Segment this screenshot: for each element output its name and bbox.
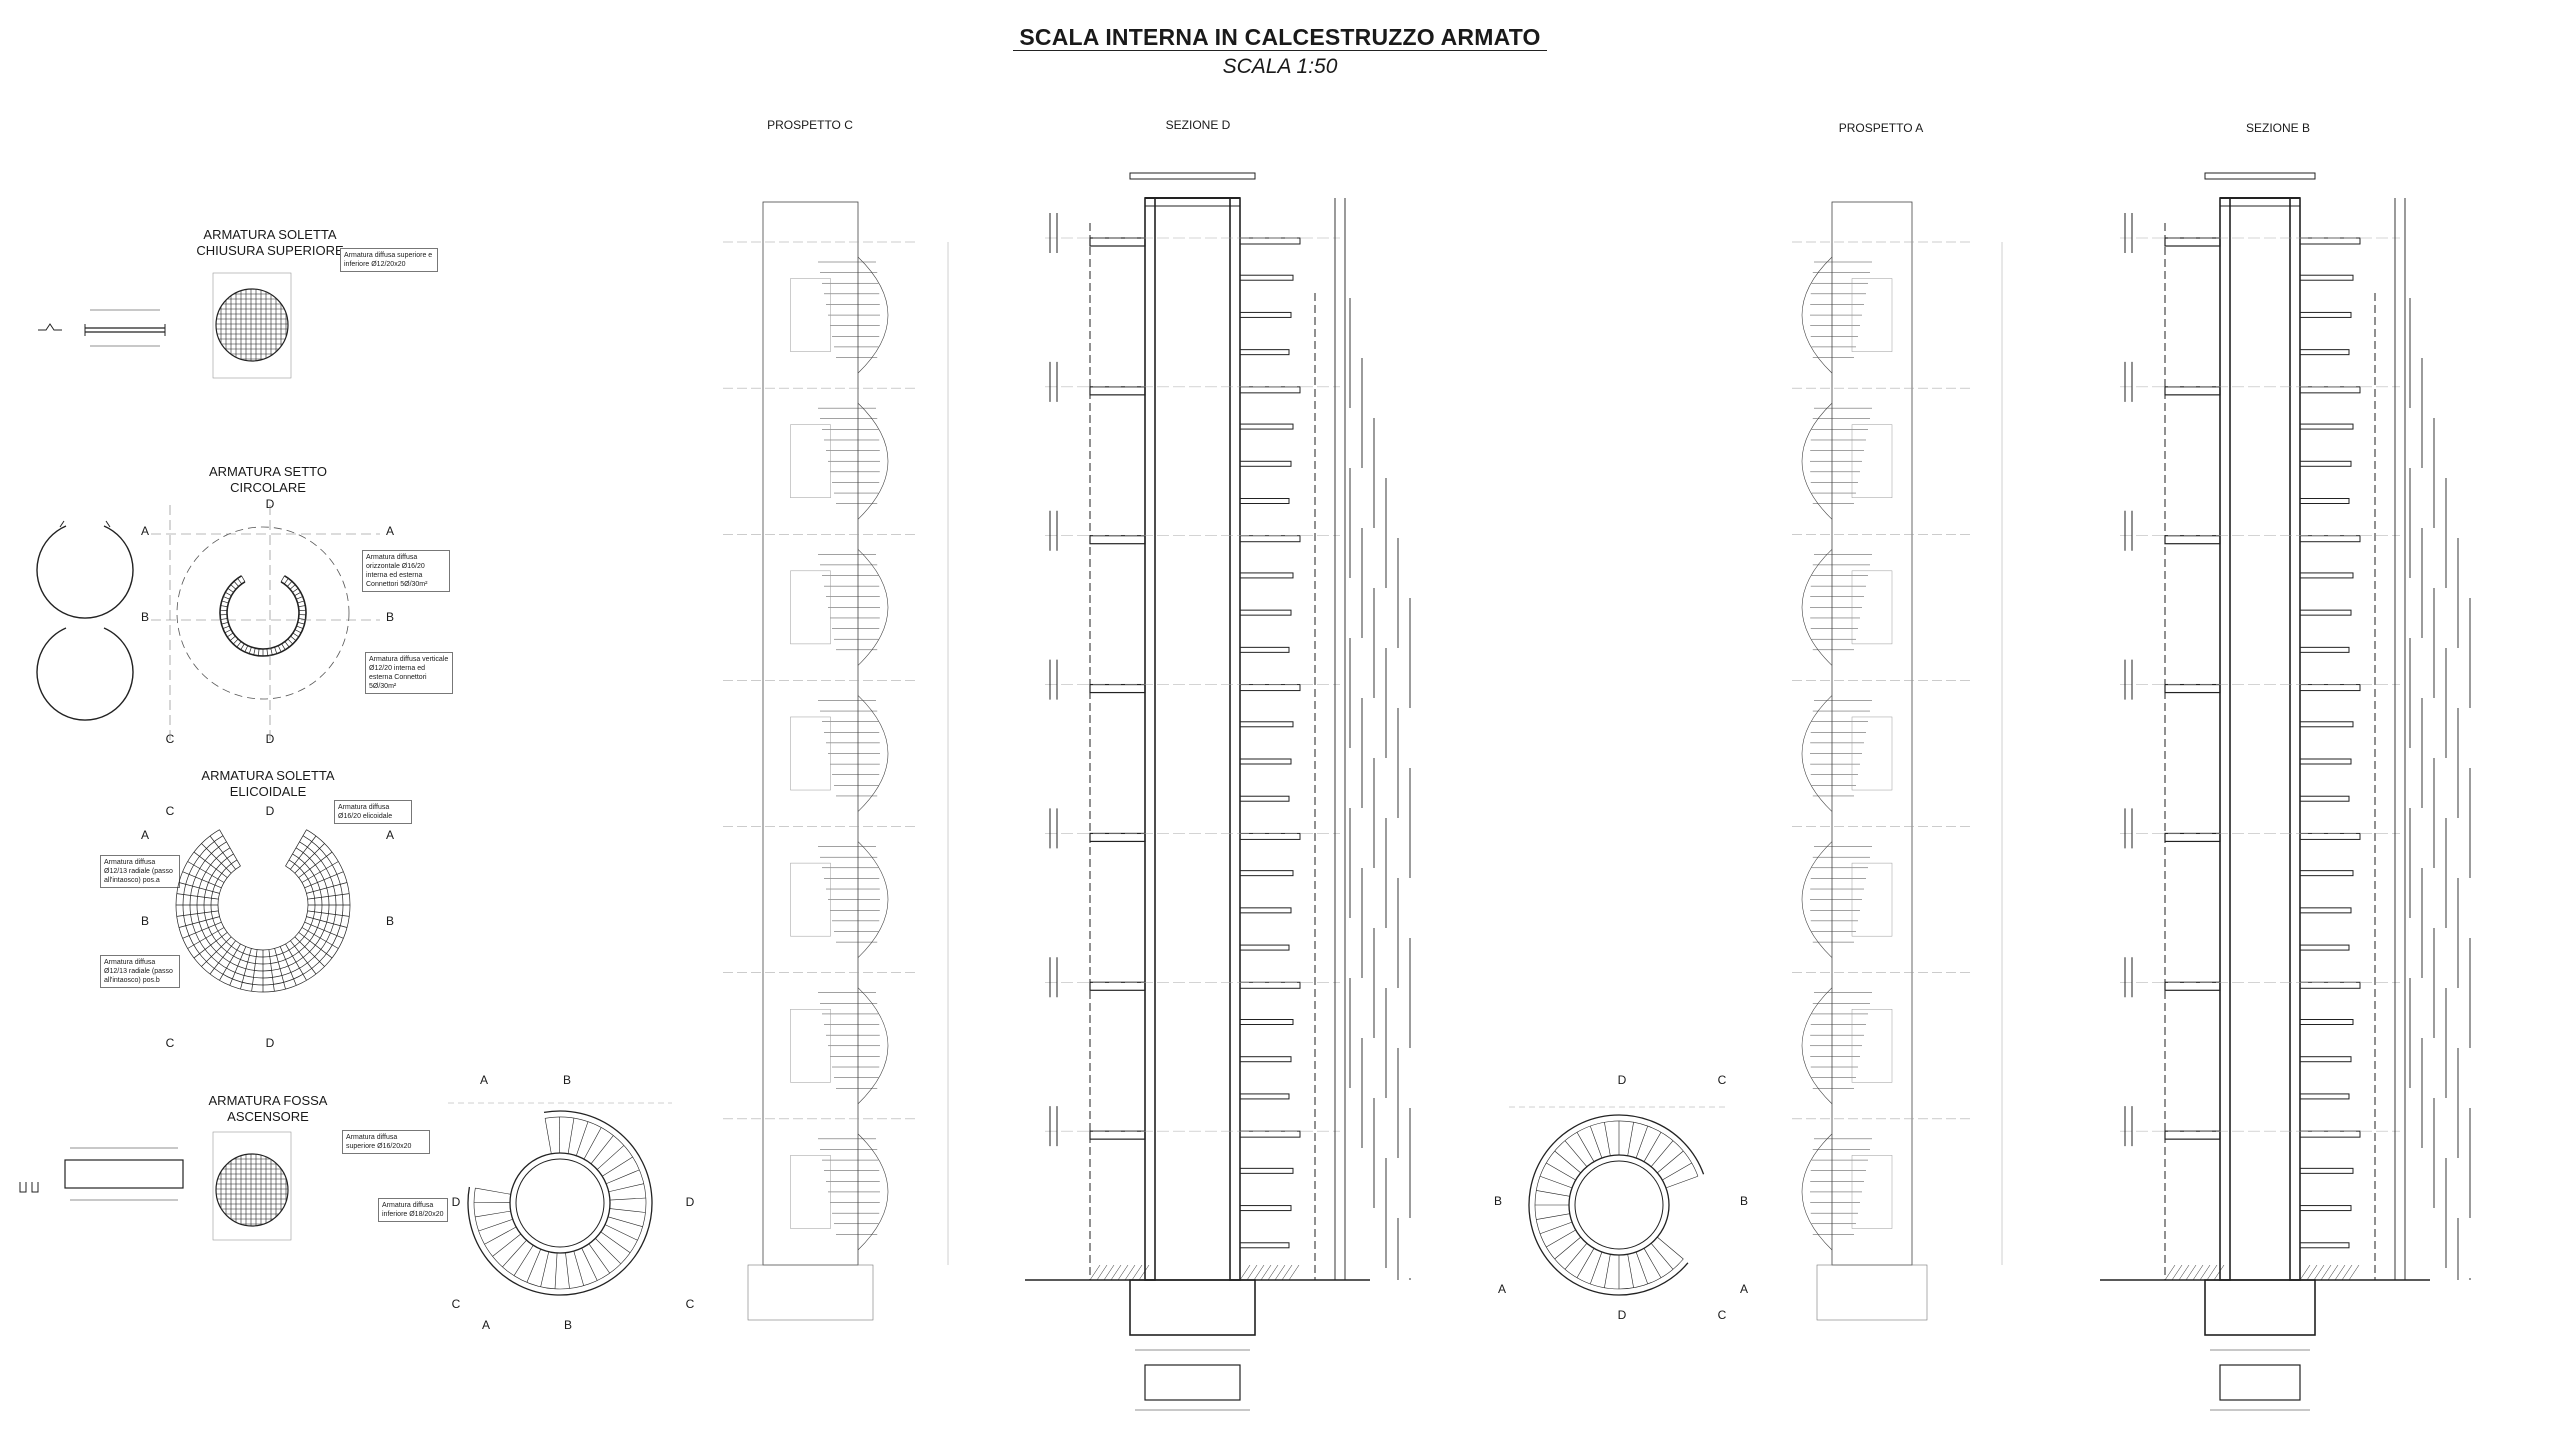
section-letter-d: D	[685, 1195, 695, 1209]
note-elicoidale-a: Armatura diffusa Ø12/13 radiale (passo a…	[100, 855, 180, 888]
section-letter-c: C	[165, 804, 175, 818]
section-letter-b: B	[563, 1318, 572, 1332]
section-letter-c: C	[1717, 1308, 1727, 1322]
section-letter-c: C	[685, 1297, 695, 1311]
detail-title-fossa-ascensore: ARMATURA FOSSA ASCENSORE	[208, 1093, 328, 1124]
section-letter-a: A	[385, 524, 394, 538]
section-letter-d: D	[1617, 1073, 1627, 1087]
section-letter-b: B	[385, 914, 394, 928]
section-letter-a: A	[1497, 1282, 1506, 1296]
section-letter-a: A	[140, 828, 149, 842]
section-letter-a: A	[479, 1073, 488, 1087]
note-setto-orizzontale: Armatura diffusa orizzontale Ø16/20 inte…	[362, 550, 450, 592]
note-elicoidale-top: Armatura diffusa Ø16/20 elicoidale	[334, 800, 412, 824]
section-letter-a: A	[1739, 1282, 1748, 1296]
view-label-prospetto-c: PROSPETTO C	[767, 118, 853, 132]
note-elicoidale-b: Armatura diffusa Ø12/13 radiale (passo a…	[100, 955, 180, 988]
section-letter-b: B	[1493, 1194, 1502, 1208]
section-letter-b: B	[385, 610, 394, 624]
view-label-sezione-b: SEZIONE B	[2245, 121, 2310, 135]
section-letter-b: B	[1739, 1194, 1748, 1208]
section-letter-b: B	[140, 914, 149, 928]
note-fossa-bottom: Armatura diffusa inferiore Ø18/20x20	[378, 1198, 448, 1222]
section-letter-d: D	[451, 1195, 461, 1209]
section-letter-a: A	[140, 524, 149, 538]
drawing-scale: SCALA 1:50	[1222, 55, 1338, 78]
section-letter-d: D	[1617, 1308, 1627, 1322]
view-label-sezione-d: SEZIONE D	[1165, 118, 1231, 132]
section-letter-d: D	[265, 804, 275, 818]
drawing-title: SCALA INTERNA IN CALCESTRUZZO ARMATO	[0, 24, 2560, 51]
section-letter-b: B	[140, 610, 149, 624]
section-letter-d: D	[265, 497, 275, 511]
section-letter-c: C	[1717, 1073, 1727, 1087]
section-letter-c: C	[165, 1036, 175, 1050]
view-label-prospetto-a: PROSPETTO A	[1838, 121, 1924, 135]
section-letter-c: C	[451, 1297, 461, 1311]
detail-title-soletta-elicoidale: ARMATURA SOLETTA ELICOIDALE	[201, 768, 335, 799]
section-letter-a: A	[481, 1318, 490, 1332]
note-soletta-superiore: Armatura diffusa superiore e inferiore Ø…	[340, 248, 438, 272]
section-letter-b: B	[562, 1073, 571, 1087]
detail-title-soletta-superiore: ARMATURA SOLETTA CHIUSURA SUPERIORE	[196, 227, 344, 258]
detail-title-setto-circolare: ARMATURA SETTO CIRCOLARE	[209, 464, 327, 495]
section-letter-a: A	[385, 828, 394, 842]
note-fossa-top: Armatura diffusa superiore Ø16/20x20	[342, 1130, 430, 1154]
note-setto-verticale: Armatura diffusa verticale Ø12/20 intern…	[365, 652, 453, 694]
section-letter-d: D	[265, 1036, 275, 1050]
